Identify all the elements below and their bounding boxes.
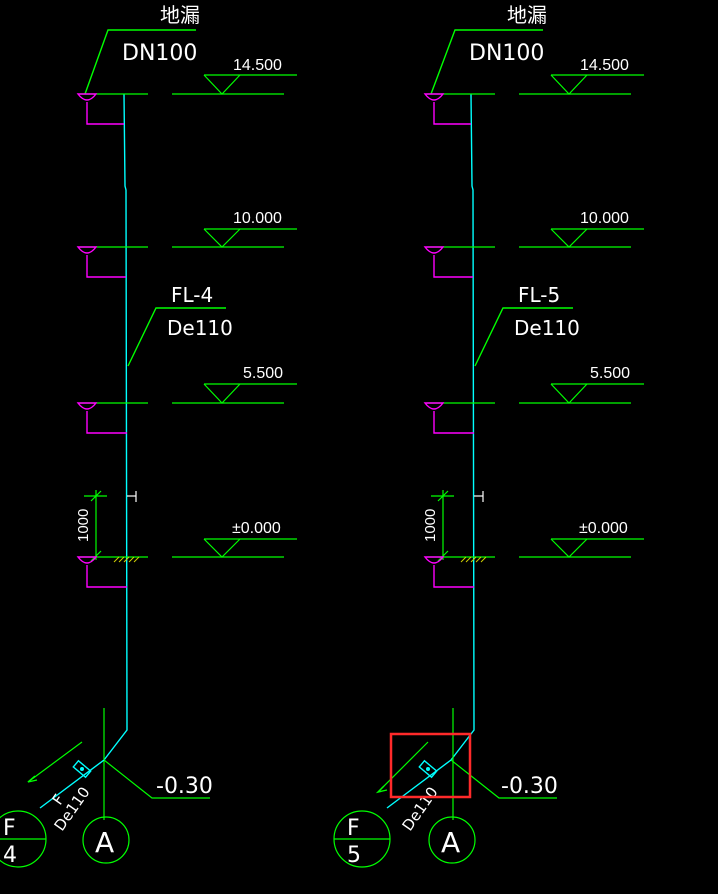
level-14500: 14.500	[76, 57, 297, 125]
axis-label: A	[95, 826, 114, 859]
floor-drain-label: 地漏	[160, 3, 200, 27]
index-top: F	[347, 816, 360, 841]
level-5500: 5.500	[423, 365, 644, 434]
floor-drain-icon	[76, 93, 98, 101]
elevation-label: ±0.000	[232, 520, 281, 537]
floor-drain-icon	[76, 556, 98, 564]
floor-drain-label: 地漏	[507, 3, 547, 27]
stack-label: FL-4	[171, 283, 213, 307]
elevation-label: 5.500	[590, 365, 630, 382]
dimension-label: 1000	[422, 509, 439, 542]
floor-hatch	[460, 556, 487, 563]
level-10000: 10.000	[423, 210, 644, 278]
outlet: -0.30 De110 F	[27, 708, 213, 834]
floor-drain-size: DN100	[469, 41, 544, 66]
floor-drain-icon	[76, 246, 98, 254]
floor-drain-size: DN100	[122, 41, 197, 66]
elevation-label: 10.000	[233, 210, 282, 227]
stack-label-leader: FL-4 De110	[127, 283, 233, 367]
floor-drain-icon	[423, 246, 445, 254]
index-circle: F 4	[0, 810, 47, 868]
floor-drain-icon	[76, 402, 98, 410]
index-top: F	[3, 816, 16, 841]
level-14500: 14.500	[423, 57, 644, 125]
elevation-label: 14.500	[580, 57, 629, 74]
elevation-label: 14.500	[233, 57, 282, 74]
floor-drain-icon	[423, 93, 445, 101]
dimension-1000: 1000	[75, 490, 107, 562]
dimension-label: 1000	[75, 509, 92, 542]
axis-label: A	[441, 826, 460, 859]
level-0000: ±0.000	[76, 520, 297, 588]
outlet: -0.30 De110	[375, 708, 558, 834]
axis-circle: A	[82, 816, 130, 864]
stack-pipe	[103, 93, 128, 761]
outlet-size: De110	[399, 783, 442, 834]
check-valve-icon	[72, 759, 92, 779]
elevation-label: 10.000	[580, 210, 629, 227]
axis-circle: A	[428, 816, 476, 864]
floor-drain-leader: 地漏 DN100	[430, 3, 547, 95]
stack-size: De110	[514, 316, 580, 340]
index-bottom: 5	[347, 843, 361, 868]
stack-label-leader: FL-5 De110	[474, 283, 580, 367]
stack-fl5: 地漏 DN100 14.500 10.000 FL-5 De110	[333, 3, 644, 868]
level-5500: 5.500	[76, 365, 297, 434]
outlet-elevation: -0.30	[501, 774, 558, 799]
stack-size: De110	[167, 316, 233, 340]
dimension-1000: 1000	[422, 490, 454, 562]
check-valve-icon	[418, 759, 438, 779]
index-bottom: 4	[3, 843, 17, 868]
highlight-box	[389, 732, 472, 799]
flow-arrow-icon	[375, 785, 388, 794]
outlet-elevation: -0.30	[156, 774, 213, 799]
floor-drain-icon	[423, 402, 445, 410]
index-circle: F 5	[333, 810, 391, 868]
level-0000: ±0.000	[423, 520, 644, 588]
stack-fl4: 地漏 DN100 14.500 10.000 FL-4	[0, 3, 297, 868]
stack-pipe	[450, 93, 475, 761]
floor-hatch	[113, 556, 140, 563]
elevation-label: 5.500	[243, 365, 283, 382]
elevation-label: ±0.000	[579, 520, 628, 537]
floor-drain-leader: 地漏 DN100	[84, 3, 200, 95]
flow-arrow-icon	[27, 775, 38, 783]
floor-drain-icon	[423, 556, 445, 564]
stack-label: FL-5	[518, 283, 560, 307]
level-10000: 10.000	[76, 210, 297, 278]
